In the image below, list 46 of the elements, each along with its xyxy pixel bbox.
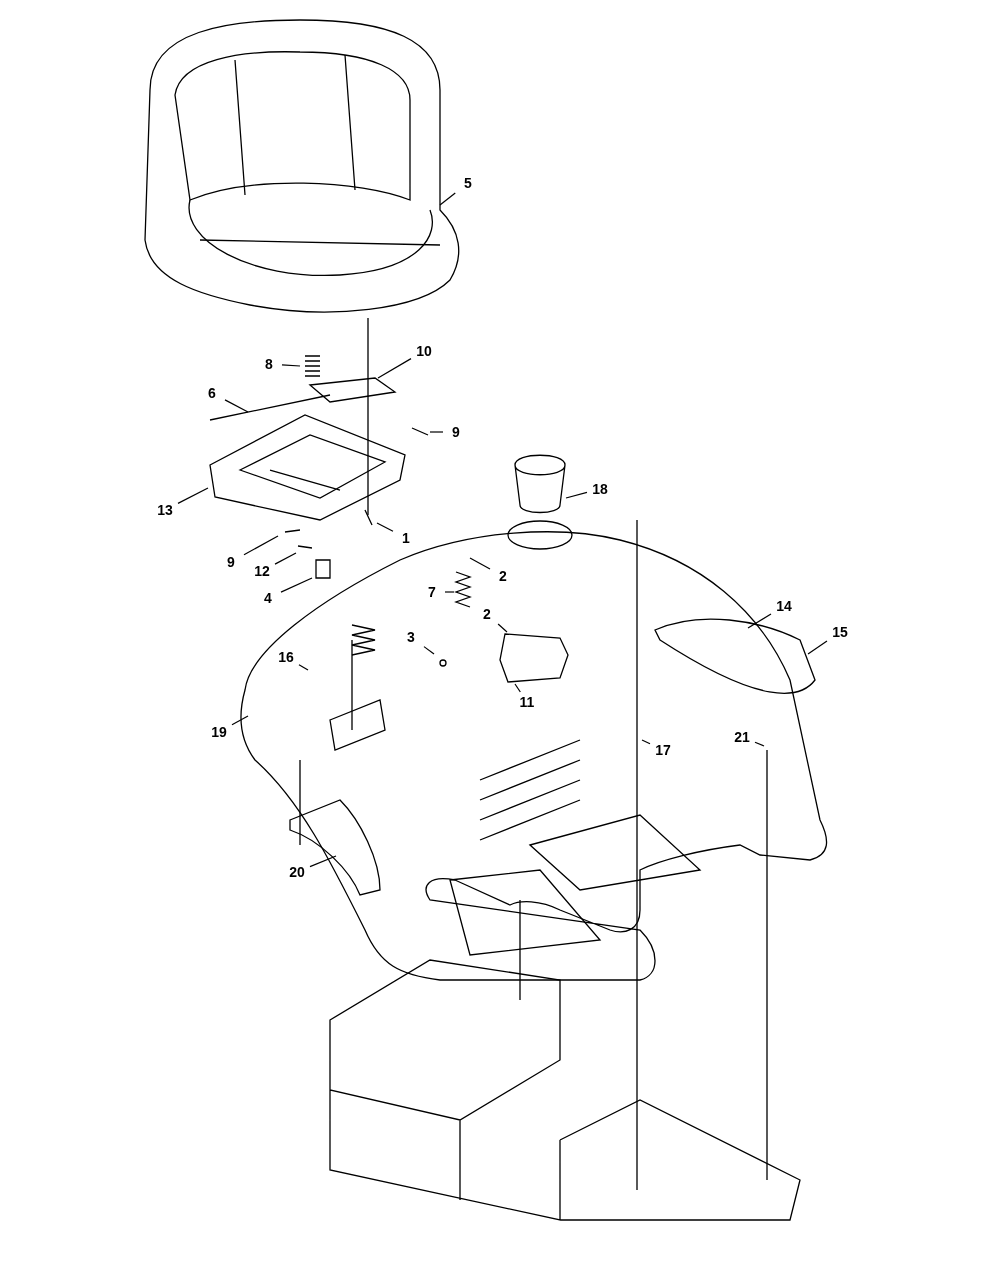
leader-line [444,591,455,593]
leader-line [565,491,588,499]
callout-number: 4 [257,590,279,606]
leader-line [429,431,444,433]
leader-line [377,358,412,379]
callout-number: 8 [258,356,280,372]
callout-number: 9 [220,554,242,570]
callout-number: 17 [652,742,674,758]
callout-number: 18 [589,481,611,497]
callout-number: 16 [275,649,297,665]
leader-line [469,557,491,570]
leader-line [298,664,309,671]
callout-number: 3 [400,629,422,645]
callout-number: 9 [445,424,467,440]
leader-line [807,640,828,655]
leader-line [497,623,508,633]
callout-number: 2 [476,606,498,622]
leader-line [439,192,456,206]
callout-number: 11 [516,694,538,710]
leader-line [224,399,249,413]
callout-number: 12 [251,563,273,579]
leader-line [514,683,521,693]
leader-line [309,855,337,868]
callout-number: 1 [395,530,417,546]
leader-line [747,613,772,629]
leader-line [376,522,394,532]
leader-line [280,577,313,593]
leader-line [754,741,765,747]
leader-line [274,552,297,565]
leader-line [231,715,249,726]
callout-number: 20 [286,864,308,880]
callout-number: 13 [154,502,176,518]
leader-line [423,646,435,655]
leader-line [641,739,651,745]
callout-number: 14 [773,598,795,614]
callout-number: 7 [421,584,443,600]
leader-line [177,487,209,504]
callout-number: 5 [457,175,479,191]
callout-number: 2 [492,568,514,584]
leader-line [281,364,301,367]
callout-number: 19 [208,724,230,740]
callout-number: 6 [201,385,223,401]
leader-line [243,535,279,556]
callout-number: 15 [829,624,851,640]
callout-number: 21 [731,729,753,745]
callout-number: 10 [413,343,435,359]
